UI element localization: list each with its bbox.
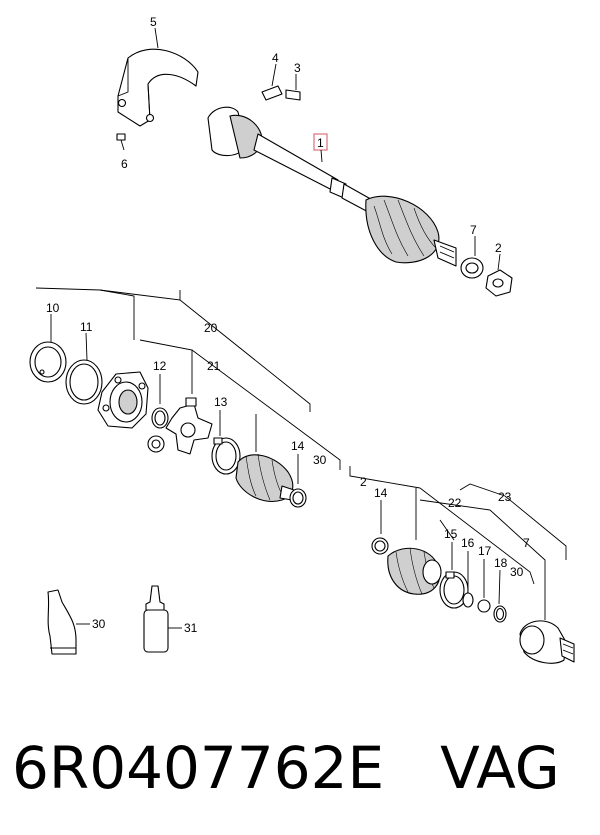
callout-10: 10 <box>46 301 60 315</box>
callout-22: 22 <box>448 496 462 510</box>
callout-15: 15 <box>444 527 458 541</box>
callout-30-inner-kit: 30 <box>313 453 327 467</box>
ring-16-part <box>462 592 474 608</box>
ring-10-part <box>29 341 67 383</box>
callout-11: 11 <box>80 320 93 334</box>
bolt-6-part <box>116 133 126 151</box>
bolt-3-part <box>285 74 301 101</box>
clamp-large-part <box>422 559 442 585</box>
ring-17-part <box>477 599 491 613</box>
callout-30-tube: 30 <box>92 617 106 631</box>
washer-7-part <box>460 257 484 279</box>
drive-shaft-assembly <box>207 106 457 267</box>
clamp-15-part <box>439 571 469 609</box>
grease-tube-30-part <box>47 589 77 655</box>
callout-31: 31 <box>184 621 198 635</box>
callout-23: 23 <box>498 490 512 504</box>
callout-13: 13 <box>214 395 228 409</box>
callout-17: 17 <box>478 544 492 558</box>
callout-14-left: 14 <box>291 439 305 453</box>
flange-part <box>97 371 149 429</box>
callout-16: 16 <box>461 536 475 550</box>
callout-2-top: 2 <box>495 241 502 255</box>
part-number-footer: 6R0407762E VAG <box>12 728 592 808</box>
bottle-31-part <box>143 585 169 653</box>
callout-21: 21 <box>207 359 221 373</box>
callout-18: 18 <box>494 556 508 570</box>
callout-1: 1 <box>317 136 324 150</box>
callout-20: 20 <box>204 321 218 335</box>
callout-7-top: 7 <box>470 223 477 237</box>
inner-boot-part <box>235 453 295 502</box>
circlip-18-part <box>493 605 507 623</box>
clamp-13-part <box>211 437 241 475</box>
brand-name: VAG <box>440 734 560 802</box>
part-number: 6R0407762E <box>12 734 385 802</box>
nut-2-part <box>485 269 513 297</box>
clamp-14-left-part <box>289 488 307 508</box>
callout-7-outer: 7 <box>523 536 530 550</box>
clamp-14-right-part <box>371 537 389 555</box>
spacer-part <box>147 435 165 453</box>
callout-14-right: 14 <box>374 486 388 500</box>
callout-2-kit: 2 <box>360 475 367 489</box>
exploded-parts-diagram: 5 6 4 3 1 7 <box>29 15 575 664</box>
tripod-part <box>165 397 213 455</box>
callout-3: 3 <box>294 61 301 75</box>
callout-5: 5 <box>150 15 157 29</box>
callout-6: 6 <box>121 157 128 171</box>
outer-joint-7-part <box>519 620 575 664</box>
bracket-4-part <box>261 63 283 101</box>
callout-4: 4 <box>272 51 279 65</box>
circlip-12-part <box>151 407 169 429</box>
heat-shield-part <box>117 48 199 127</box>
callout-30-outer-kit: 30 <box>510 565 524 579</box>
callout-12: 12 <box>153 359 167 373</box>
ring-11-part <box>65 359 103 405</box>
callout-1-box <box>313 133 328 151</box>
